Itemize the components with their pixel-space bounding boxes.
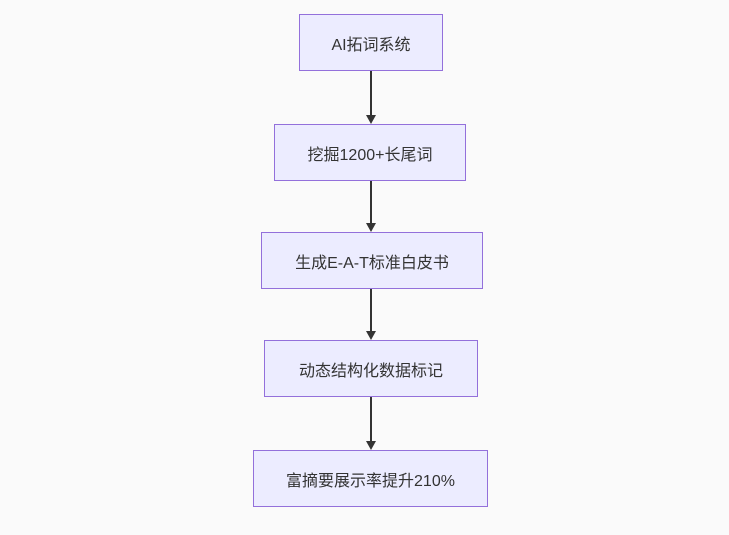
flow-node-label: 生成E-A-T标准白皮书 xyxy=(295,254,449,272)
arrow-down-icon xyxy=(366,441,376,450)
flow-edge-2 xyxy=(366,181,376,232)
arrow-down-icon xyxy=(366,115,376,124)
arrow-down-icon xyxy=(366,331,376,340)
flow-node-label: AI拓词系统 xyxy=(331,36,411,54)
flow-node-eat-whitepaper: 生成E-A-T标准白皮书 xyxy=(261,232,483,289)
flow-node-label: 富摘要展示率提升210% xyxy=(286,472,455,490)
flow-edge-4 xyxy=(366,397,376,450)
edge-line xyxy=(370,289,372,331)
flow-node-longtail-mining: 挖掘1200+长尾词 xyxy=(274,124,466,181)
edge-line xyxy=(370,181,372,223)
flow-node-label: 动态结构化数据标记 xyxy=(298,362,443,380)
flow-edge-3 xyxy=(366,289,376,340)
flow-node-rich-snippet-result: 富摘要展示率提升210% xyxy=(253,450,488,507)
flow-edge-1 xyxy=(366,71,376,124)
flow-node-label: 挖掘1200+长尾词 xyxy=(307,146,433,164)
arrow-down-icon xyxy=(366,223,376,232)
edge-line xyxy=(370,397,372,441)
edge-line xyxy=(370,71,372,115)
flow-node-ai-keyword-system: AI拓词系统 xyxy=(299,14,443,71)
flow-node-structured-data: 动态结构化数据标记 xyxy=(264,340,478,397)
